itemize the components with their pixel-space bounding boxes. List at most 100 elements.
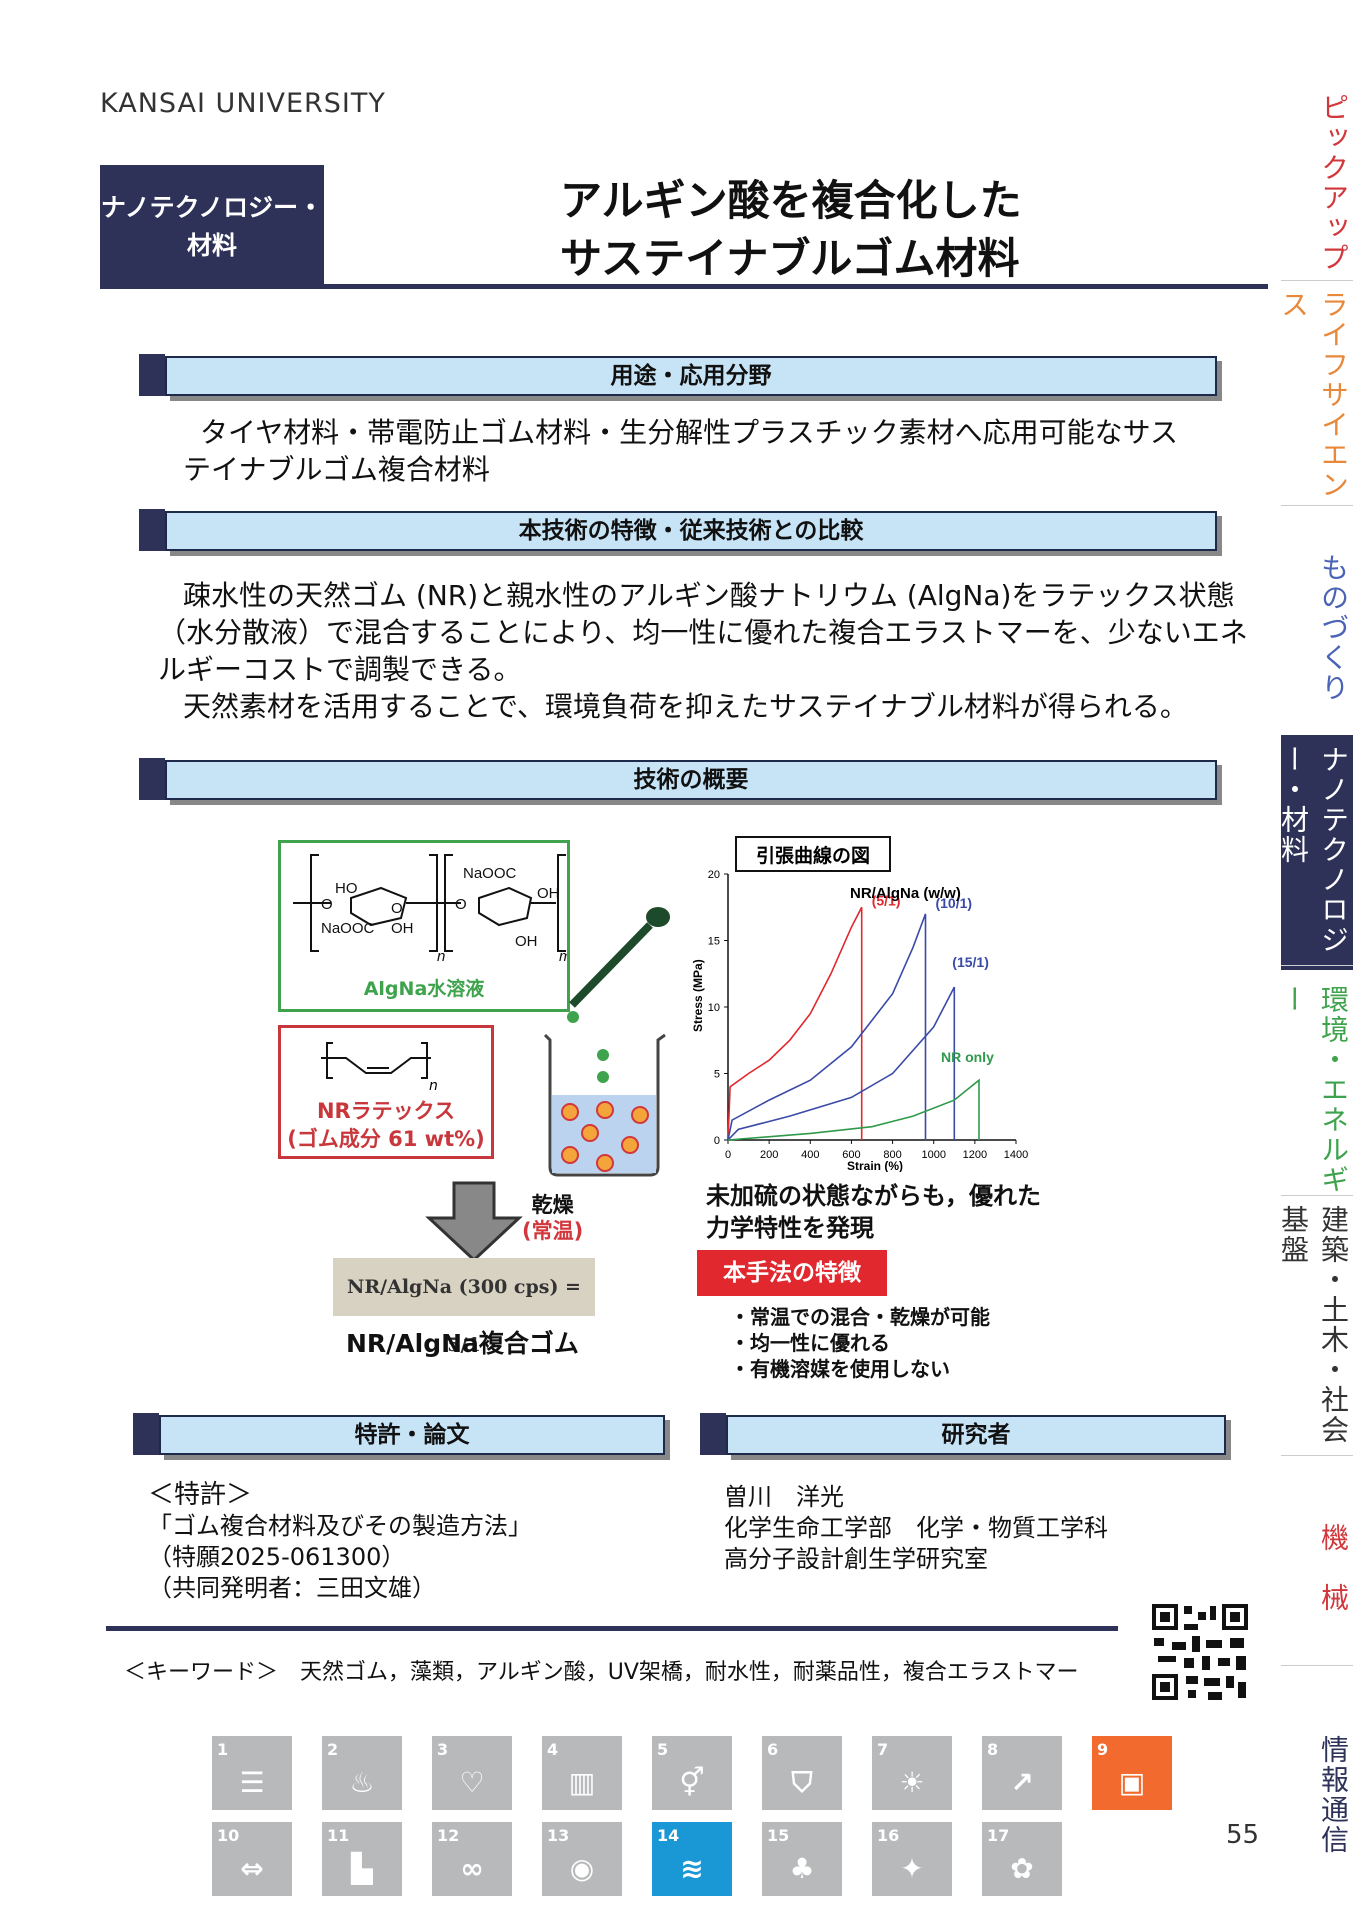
side-tab[interactable]: 環境・エネルギー: [1277, 985, 1350, 1195]
sdg-goal-1-icon: 1☰: [212, 1736, 292, 1810]
sdg-goal-7-icon: 7☀: [872, 1736, 952, 1810]
sdg-symbol: ▙: [351, 1852, 373, 1885]
sdg-goal-10-icon: 10⇔: [212, 1822, 292, 1896]
x-tick-label: 1200: [963, 1149, 987, 1161]
sdg-number: 7: [877, 1740, 889, 1759]
side-tab-divider: [1281, 505, 1353, 506]
side-tab-divider: [1281, 1455, 1353, 1456]
sdg-goal-3-icon: 3♡: [432, 1736, 512, 1810]
bullet-item: ・常温での混合・乾燥が可能: [730, 1305, 990, 1329]
sdg-number: 3: [437, 1740, 449, 1759]
sdg-goal-17-icon: 17✿: [982, 1822, 1062, 1896]
category-line2: 材料: [186, 230, 237, 260]
sdg-goal-11-icon: 11▙: [322, 1822, 402, 1896]
series-line: [727, 1078, 980, 1141]
y-tick-label: 0: [714, 1135, 720, 1147]
researcher-dept: 化学生命工学部 化学・物質工学科: [724, 1514, 1108, 1542]
side-tab[interactable]: ピックアップ: [1317, 92, 1350, 273]
sdg-goal-4-icon: 4▥: [542, 1736, 622, 1810]
sdg-goal-8-icon: 8↗: [982, 1736, 1062, 1810]
series-label: (10/1): [935, 895, 972, 911]
title-rule: [100, 284, 1268, 289]
sdg-symbol: ▥: [568, 1766, 596, 1799]
y-tick-label: 10: [708, 1002, 720, 1014]
sdg-goal-16-icon: 16✦: [872, 1822, 952, 1896]
chem-o1: O: [321, 896, 333, 913]
series-line: [727, 913, 927, 1141]
y-tick-label: 5: [714, 1069, 720, 1081]
dry-line1: 乾燥: [531, 1193, 574, 1217]
qr-code-icon[interactable]: [1150, 1602, 1250, 1702]
method-bullets: ・常温での混合・乾燥が可能 ・均一性に優れる ・有機溶媒を使用しない: [730, 1304, 990, 1382]
section-tab-marker: [700, 1413, 726, 1455]
series-line: [727, 906, 863, 1141]
researcher-text: 曽川 洋光 化学生命工学部 化学・物質工学科 高分子設計創生学研究室: [724, 1482, 1108, 1575]
chart-xlabel: Strain (%): [847, 1159, 903, 1172]
researcher-name: 曽川 洋光: [724, 1483, 844, 1511]
result-line1: 未加硫の状態ながらも，優れた: [706, 1182, 1042, 1210]
side-tab[interactable]: 機 械: [1317, 1522, 1350, 1613]
x-tick-label: 200: [760, 1149, 778, 1161]
sdg-number: 1: [217, 1740, 229, 1759]
sdg-goal-9-icon: 9▣: [1092, 1736, 1172, 1810]
beaker-illustration: [543, 907, 670, 1177]
algna-structure-box: NaOOC HO O O OH O NaOOC OH OH n m AlgNa水…: [278, 840, 572, 1012]
patent-line2: 「ゴム複合材料及びその製造方法」: [148, 1512, 532, 1540]
chem-oh1: OH: [537, 885, 560, 902]
sdg-number: 10: [217, 1826, 240, 1845]
method-badge: 本手法の特徴: [697, 1250, 887, 1296]
sdg-goal-15-icon: 15♣: [762, 1822, 842, 1896]
features-line3: ルギーコストで調製できる。: [158, 653, 522, 686]
features-line2: （水分散液）で混合することにより、均一性に優れた複合エラストマーを、少ないエネ: [158, 616, 1248, 649]
patent-line4: （共同発明者：三田文雄）: [148, 1574, 436, 1602]
drop-icon: [597, 1071, 609, 1083]
sdg-symbol: ♡: [459, 1766, 485, 1799]
section-tab-marker: [133, 1413, 159, 1455]
page-number: 55: [1226, 1820, 1260, 1850]
x-tick-label: 800: [883, 1149, 901, 1161]
series-label: NR only: [941, 1049, 994, 1065]
side-tab-divider: [1281, 1195, 1353, 1196]
chem-n: n: [437, 948, 445, 965]
chart-title-box: [735, 836, 891, 872]
sdg-symbol: ☰: [239, 1766, 265, 1799]
side-tab-divider: [1281, 965, 1353, 966]
pipette-bulb-icon: [646, 907, 670, 927]
side-tab[interactable]: 情報通信: [1317, 1735, 1350, 1855]
page-title: アルギン酸を複合化した サステイナブルゴム材料: [560, 172, 1022, 288]
sdg-number: 9: [1097, 1740, 1109, 1759]
section-tab-marker: [139, 509, 165, 551]
sdg-number: 13: [547, 1826, 570, 1845]
latex-particles: [561, 1101, 649, 1172]
side-tab-divider: [1281, 280, 1353, 281]
patent-line1: ＜特許＞: [148, 1480, 253, 1510]
side-tab[interactable]: 建築・土木・社会基盤: [1277, 1205, 1350, 1445]
y-tick-label: 20: [708, 869, 720, 881]
bullet-item: ・均一性に優れる: [730, 1331, 890, 1355]
y-tick-label: 15: [708, 936, 720, 948]
sdg-symbol: ↗: [1010, 1766, 1034, 1799]
sdg-number: 12: [437, 1826, 460, 1845]
side-tab[interactable]: ものづくり: [1317, 552, 1350, 703]
sdg-symbol: ≋: [680, 1852, 704, 1885]
university-name: KANSAI UNIVERSITY: [100, 88, 386, 119]
chem-o3: O: [455, 896, 467, 913]
sdg-goal-6-icon: 6⛉: [762, 1736, 842, 1810]
side-tab[interactable]: ナノテクノロジー・材料: [1277, 735, 1353, 970]
sdg-symbol: ♨: [349, 1766, 375, 1799]
chart-title: 引張曲線の図: [756, 844, 870, 867]
sdg-number: 11: [327, 1826, 350, 1845]
side-tab[interactable]: ライフサイエンス: [1277, 290, 1350, 500]
nr-structure-diagram: n NRラテックス (ゴム成分 61 wt%): [287, 1042, 485, 1151]
sdg-symbol: ▣: [1118, 1766, 1146, 1799]
chart-legend-title: NR/AlgNa (w/w): [850, 885, 961, 902]
result-text: 未加硫の状態ながらも，優れた 力学特性を発現: [706, 1180, 1041, 1244]
x-tick-label: 400: [801, 1149, 819, 1161]
chem-naooc-top: NaOOC: [463, 865, 517, 882]
sdg-number: 4: [547, 1740, 559, 1759]
patents-text: ＜特許＞ 「ゴム複合材料及びその製造方法」 （特願2025-061300） （共…: [148, 1480, 532, 1604]
sdg-symbol: ◉: [569, 1852, 595, 1885]
applications-text-line2: テイナブルゴム複合材料: [183, 453, 490, 486]
sdg-number: 14: [657, 1826, 680, 1845]
